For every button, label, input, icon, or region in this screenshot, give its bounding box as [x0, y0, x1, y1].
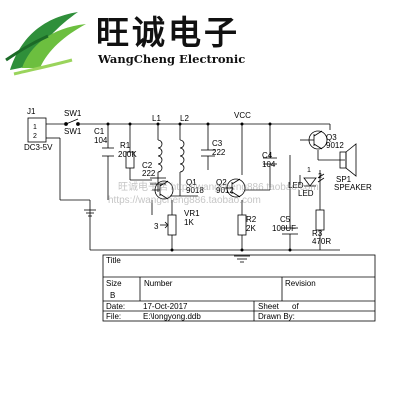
- sw1-switch: [64, 118, 80, 126]
- label-q1: Q1: [186, 178, 197, 187]
- label-sp1: SP1: [336, 175, 352, 184]
- label-sp-pin2: 2: [318, 173, 322, 180]
- j1-connector: [27, 117, 47, 143]
- label-q2: Q2: [216, 178, 227, 187]
- c3-capacitor: [201, 149, 215, 157]
- label-c3-val: 222: [212, 148, 226, 157]
- brand-logo: 旺诚电子 WangCheng Electronic: [0, 0, 400, 78]
- label-c3: C3: [212, 139, 223, 148]
- label-q2-val: 9012: [216, 186, 234, 195]
- label-c2: C2: [142, 161, 153, 170]
- brand-name-chinese: 旺诚电子: [96, 13, 240, 52]
- wires: [46, 123, 345, 251]
- label-q3: Q3: [326, 133, 337, 142]
- sheet-label: Sheet: [258, 302, 280, 311]
- file-value: E:\longyong.ddb: [143, 312, 201, 321]
- size-label: Size: [106, 279, 122, 288]
- l2-inductor: [179, 139, 185, 173]
- size-value: B: [110, 291, 115, 300]
- c1-capacitor: [102, 147, 114, 157]
- label-led-b: LED: [298, 189, 314, 198]
- l1-inductor: [157, 139, 163, 173]
- title-label: Title: [106, 256, 121, 265]
- r3-resistor: [315, 209, 325, 231]
- junction-dots: [106, 122, 292, 252]
- label-l2: L2: [180, 114, 189, 123]
- label-c4-val: 104: [262, 160, 276, 169]
- q3-transistor: [300, 130, 328, 150]
- label-c5-val: 100UF: [272, 224, 296, 233]
- leaf-swoosh-icon: [5, 12, 86, 76]
- date-value: 17-Oct-2017: [143, 302, 188, 311]
- revision-label: Revision: [285, 279, 316, 288]
- brand-name-english: WangCheng Electronic: [98, 52, 246, 66]
- label-r3-val: 470R: [312, 237, 331, 246]
- label-r1-val: 200K: [118, 150, 137, 159]
- label-q3-val: 9012: [326, 141, 344, 150]
- label-j1: J1: [27, 107, 36, 116]
- speaker-icon: [339, 143, 357, 177]
- q2-transistor: [224, 178, 246, 198]
- date-label: Date:: [106, 302, 125, 311]
- ground-icon: [84, 209, 96, 217]
- label-sp-pin1: 1: [307, 167, 311, 174]
- r2-resistor: [237, 214, 247, 236]
- q1-transistor: [152, 180, 174, 200]
- drawn-by-label: Drawn By:: [258, 312, 295, 321]
- label-r2-val: 2K: [246, 224, 256, 233]
- label-vr1-val: 1K: [184, 218, 194, 227]
- label-sw1-b: SW1: [64, 127, 82, 136]
- sheet-of: of: [292, 302, 299, 311]
- label-vr1: VR1: [184, 209, 200, 218]
- label-l1: L1: [152, 114, 161, 123]
- label-r3: R3: [312, 229, 323, 238]
- c4-capacitor: [263, 157, 277, 165]
- label-c4: C4: [262, 151, 273, 160]
- label-vr1-pin: 3: [154, 222, 159, 231]
- label-j1-dc: DC3-5V: [24, 143, 53, 152]
- vr1-potentiometer: [160, 214, 177, 236]
- label-c2-val: 222: [142, 169, 156, 178]
- r1-resistor: [125, 151, 135, 169]
- title-block: [102, 254, 376, 322]
- label-r1: R1: [120, 141, 131, 150]
- label-q1-val: 9018: [186, 186, 204, 195]
- label-r2: R2: [246, 215, 257, 224]
- watermark-1: 旺诚电子店 http://wangcheng886.taobao.com: [118, 182, 319, 193]
- label-led-a: LED: [288, 181, 304, 190]
- number-label: Number: [144, 279, 173, 288]
- label-sw1-a: SW1: [64, 109, 82, 118]
- led-diode: [303, 173, 325, 187]
- label-j1-pin1: 1: [33, 124, 37, 131]
- label-vcc: VCC: [234, 111, 251, 120]
- label-j1-pin2: 2: [33, 133, 37, 140]
- label-sp1-val: SPEAKER: [334, 183, 372, 192]
- watermark-2: https://wangcheng886.taobao.com: [108, 195, 261, 206]
- label-c5: C5: [280, 215, 291, 224]
- label-c1: C1: [94, 127, 105, 136]
- ground-icon: [234, 255, 250, 263]
- file-label: File:: [106, 312, 121, 321]
- label-c1-val: 104: [94, 136, 108, 145]
- c5-capacitor: [282, 227, 298, 235]
